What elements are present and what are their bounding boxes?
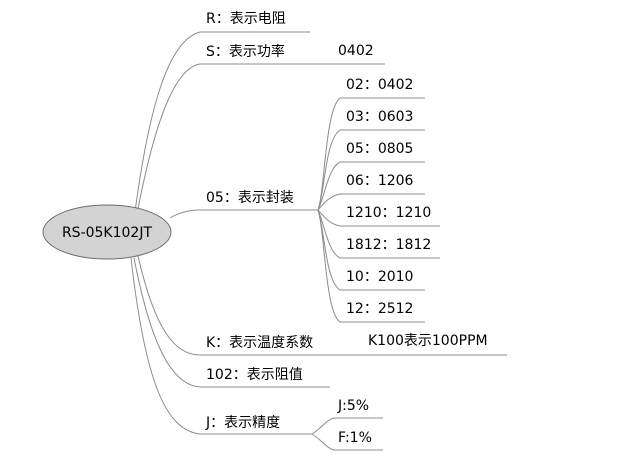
edge-05-child-6 [317, 209, 341, 259]
edge-r [134, 31, 201, 213]
edge-102 [133, 257, 201, 388]
edge-j [130, 257, 201, 435]
root-node [42, 204, 172, 260]
branch-label-r: R：表示电阻 [206, 11, 286, 27]
branch-underlines [200, 31, 358, 435]
child-connectors [311, 63, 507, 451]
child-label-05-3: 05：0805 [346, 141, 413, 157]
edge-j-child-2 [311, 433, 335, 451]
child-label-05-2: 03：0603 [346, 109, 413, 125]
child-label-05-7: 10：2010 [346, 269, 413, 285]
edge-k [137, 255, 201, 356]
edge-05-child-7 [317, 209, 341, 291]
edge-05-child-3 [317, 161, 341, 211]
edge-05-child-2 [317, 129, 341, 211]
branch-label-k: K：表示温度系数 [206, 335, 313, 351]
child-label-05-1: 02：0402 [346, 77, 413, 93]
branch-label-102: 102：表示阻值 [206, 367, 303, 383]
child-label-j-1: J:5% [337, 398, 369, 414]
root-label: RS-05K102JT [62, 225, 153, 241]
branch-label-05: 05：表示封装 [206, 190, 294, 206]
edge-j-child-1 [311, 417, 335, 435]
child-label-j-2: F:1% [338, 430, 372, 446]
edge-05-child-4 [317, 193, 341, 211]
branch-label-j: J：表示精度 [205, 415, 280, 431]
child-label-05-4: 06：1206 [346, 173, 414, 189]
edge-05-child-5 [317, 209, 341, 227]
edge-s [136, 63, 201, 215]
root-edges [130, 31, 201, 435]
child-label-05-8: 12：2512 [346, 301, 413, 317]
edge-05-child-8 [317, 209, 341, 323]
edge-05 [169, 209, 201, 219]
child-label-05-5: 1210：1210 [346, 205, 431, 221]
branch-label-s: S：表示功率 [206, 43, 285, 60]
child-label-s-1: 0402 [338, 43, 374, 59]
child-label-05-6: 1812：1812 [346, 237, 431, 253]
child-label-k-1: K100表示100PPM [368, 333, 488, 349]
